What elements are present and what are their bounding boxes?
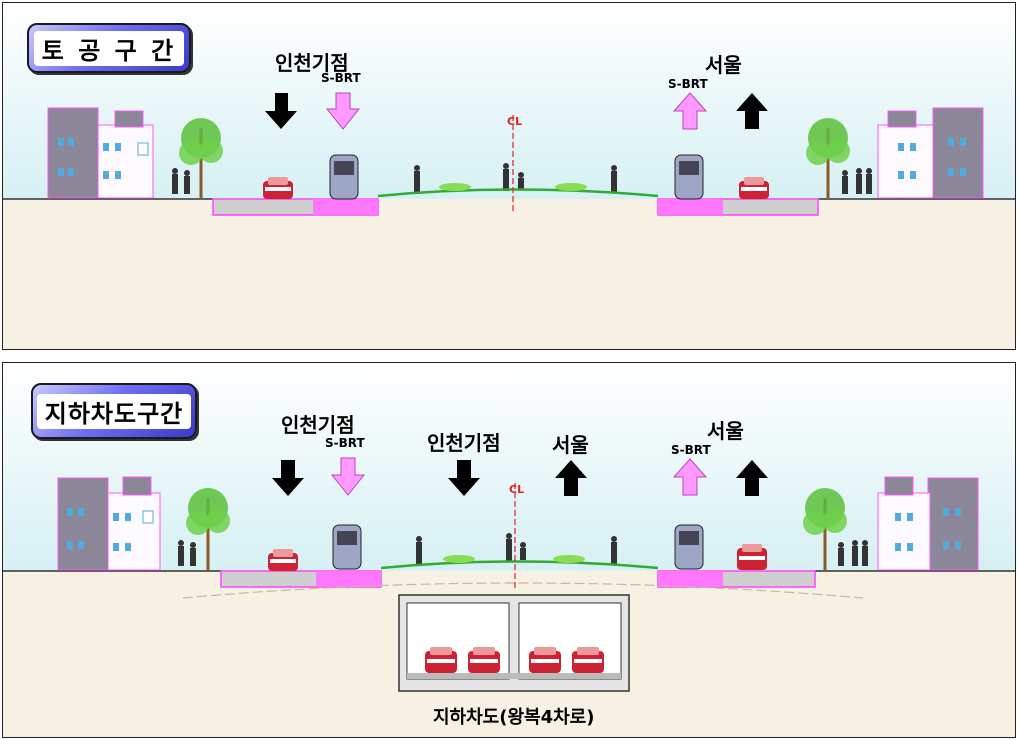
incheon-direction-label: 인천기점 bbox=[275, 51, 349, 75]
centerline-label: CL bbox=[507, 115, 523, 128]
underpass-section-drawing bbox=[3, 363, 1015, 737]
arrow-down-icon bbox=[272, 460, 304, 496]
tree-icon bbox=[803, 488, 847, 571]
bus-icon bbox=[674, 154, 704, 200]
arrow-up-icon bbox=[736, 93, 768, 129]
bus-icon bbox=[674, 524, 704, 570]
incheon-direction-label: 인천기점 bbox=[281, 413, 355, 437]
bus-icon bbox=[332, 524, 362, 570]
section-title-badge: 지하차도구간 bbox=[31, 383, 197, 439]
tunnel-incheon-direction-label: 인천기점 bbox=[427, 431, 501, 455]
arrow-up-icon bbox=[672, 92, 708, 130]
arrow-up-icon bbox=[555, 460, 587, 496]
tree-icon bbox=[179, 118, 223, 199]
underpass-tunnel bbox=[398, 594, 630, 692]
building-icon bbox=[877, 107, 984, 199]
car-icon bbox=[739, 177, 769, 199]
brt-label: S-BRT bbox=[668, 77, 708, 91]
bus-icon bbox=[329, 154, 359, 200]
section-title-badge: 토 공 구 간 bbox=[27, 23, 191, 73]
building-icon bbox=[47, 107, 154, 199]
seoul-direction-label: 서울 bbox=[707, 419, 744, 443]
building-icon bbox=[57, 476, 161, 571]
pedestrian-icon bbox=[178, 533, 868, 566]
arrow-down-icon bbox=[265, 93, 297, 129]
car-icon bbox=[529, 647, 561, 673]
car-icon bbox=[468, 647, 500, 673]
arrow-up-icon bbox=[736, 460, 768, 496]
centerline-label: CL bbox=[509, 483, 525, 496]
earthwork-section-drawing bbox=[3, 3, 1015, 349]
seoul-direction-label: 서울 bbox=[705, 53, 742, 77]
earthwork-section-panel: 토 공 구 간 인천기점 S-BRT 서울 S-BRT CL bbox=[2, 2, 1016, 350]
car-icon bbox=[737, 544, 767, 570]
brt-label: S-BRT bbox=[321, 71, 361, 85]
brt-label: S-BRT bbox=[671, 443, 711, 457]
tree-icon bbox=[806, 118, 850, 199]
arrow-down-icon bbox=[330, 457, 366, 496]
section-title: 토 공 구 간 bbox=[33, 30, 185, 66]
brt-label: S-BRT bbox=[325, 436, 365, 450]
car-icon bbox=[572, 647, 604, 673]
section-title: 지하차도구간 bbox=[36, 393, 192, 429]
arrow-down-icon bbox=[325, 92, 361, 130]
pedestrian-icon bbox=[172, 163, 872, 194]
underpass-section-panel: 지하차도구간 인천기점 S-BRT 인천기점 서울 서울 S-BRT CL 지하… bbox=[2, 362, 1016, 738]
arrow-down-icon bbox=[448, 460, 480, 496]
underpass-caption: 지하차도(왕복4차로) bbox=[433, 707, 595, 728]
car-icon bbox=[263, 177, 293, 199]
building-icon bbox=[877, 476, 979, 571]
car-icon bbox=[425, 647, 457, 673]
tunnel-seoul-direction-label: 서울 bbox=[552, 433, 589, 457]
car-icon bbox=[268, 549, 298, 571]
arrow-up-icon bbox=[672, 458, 708, 496]
tree-icon bbox=[186, 488, 230, 571]
